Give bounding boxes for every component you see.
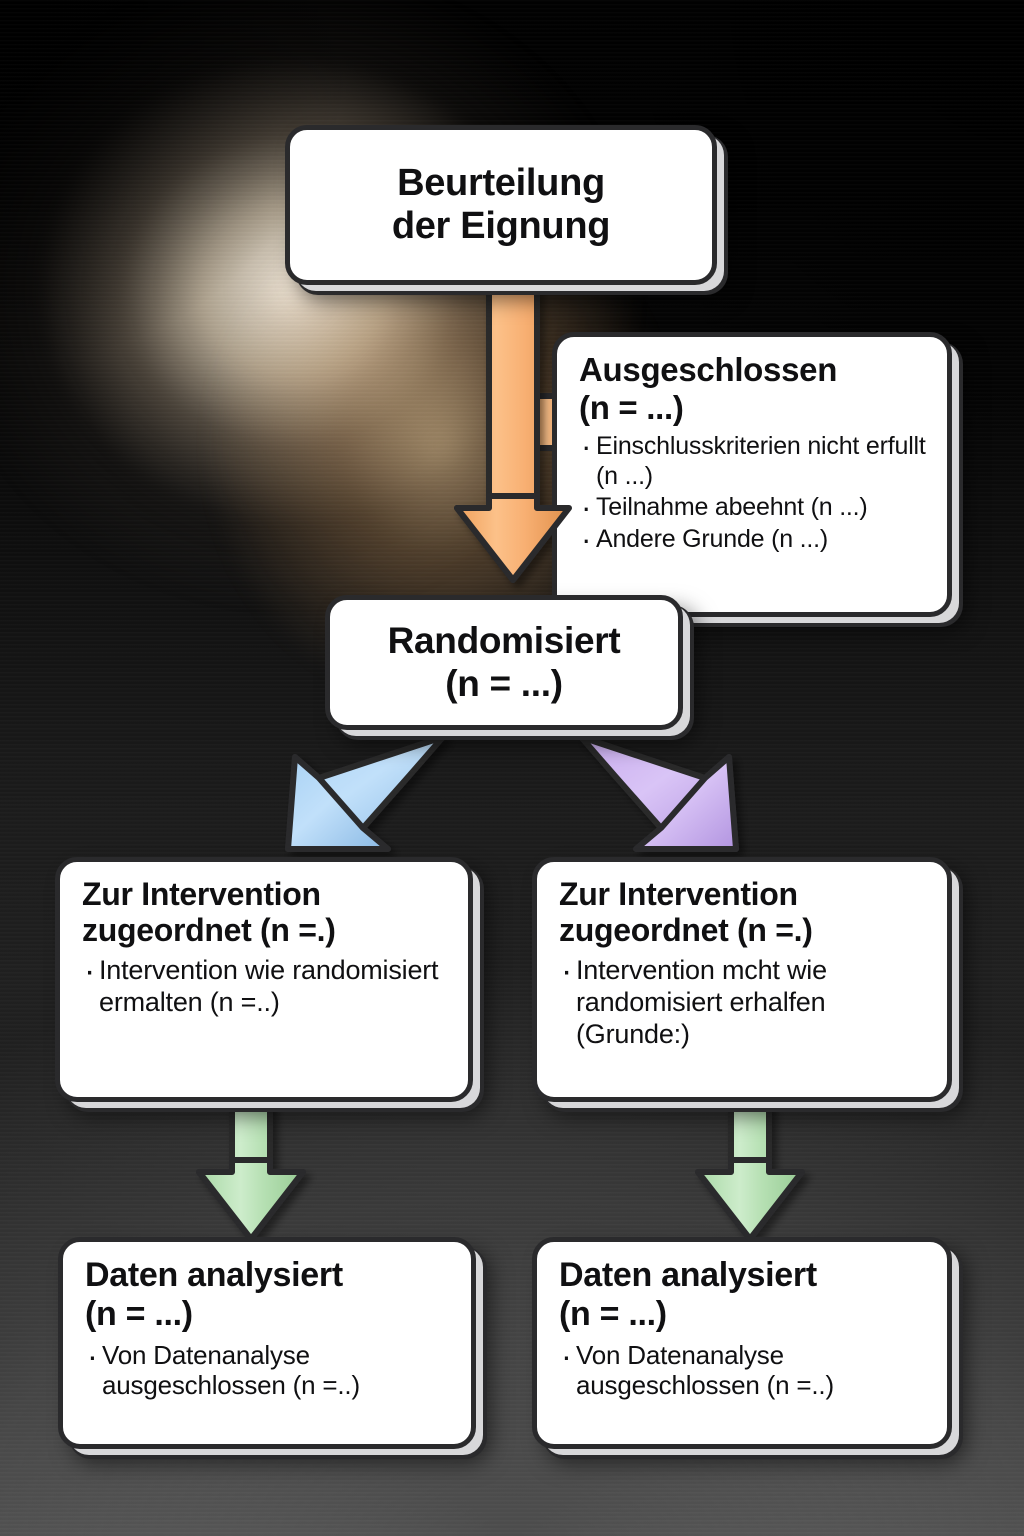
list-item: Einschlusskriterien nicht erfullt (n ...… [579, 429, 929, 491]
node-analysed-right-count: (n = ...) [559, 1294, 667, 1333]
list-item: Intervention wie randomisiert ermalten (… [82, 952, 450, 1019]
node-eligibility[interactable]: Beurteilung der Eignung [285, 125, 717, 285]
list-item: Teilnahme abeehnt (n ...) [579, 490, 929, 526]
arrow-allocation-left-to-analysed-left [196, 1101, 306, 1242]
list-item: Von Datenanalyse ausgeschlossen (n =..) [559, 1336, 929, 1401]
node-analysed-left-count: (n = ...) [85, 1294, 193, 1333]
node-analysed-left[interactable]: Daten analysiert (n = ...) Von Datenanal… [58, 1237, 476, 1449]
node-analysed-right[interactable]: Daten analysiert (n = ...) Von Datenanal… [532, 1237, 952, 1449]
arrow-randomised-to-allocation-left [285, 734, 446, 852]
node-analysed-left-bullets: Von Datenanalyse ausgeschlossen (n =..) [85, 1336, 453, 1401]
node-randomised-title: Randomisiert [387, 620, 621, 662]
node-allocation-left[interactable]: Zur Intervention zugeordnet (n =.) Inter… [55, 857, 473, 1102]
node-analysed-right-title: Daten analysiert [559, 1256, 817, 1294]
list-item: Andere Grunde (n ...) [579, 522, 929, 558]
node-allocation-left-title: Zur Intervention zugeordnet (n =.) [82, 876, 336, 949]
arrow-allocation-right-to-analysed-right [695, 1101, 805, 1242]
list-item: Intervention mcht wie randomisiert erhal… [559, 952, 929, 1051]
node-allocation-right-bullets: Intervention mcht wie randomisiert erhal… [559, 952, 929, 1051]
node-excluded-bullets: Einschlusskriterien nicht erfullt (n ...… [579, 429, 929, 558]
node-analysed-left-title: Daten analysiert [85, 1256, 343, 1294]
node-allocation-right[interactable]: Zur Intervention zugeordnet (n =.) Inter… [532, 857, 952, 1102]
node-allocation-left-bullets: Intervention wie randomisiert ermalten (… [82, 952, 450, 1019]
node-allocation-right-title: Zur Intervention zugeordnet (n =.) [559, 876, 813, 949]
node-randomised-count: (n = ...) [445, 662, 563, 704]
node-eligibility-title: Beurteilung der Eignung [391, 161, 611, 247]
node-analysed-right-bullets: Von Datenanalyse ausgeschlossen (n =..) [559, 1336, 929, 1401]
node-randomised[interactable]: Randomisiert (n = ...) [325, 595, 683, 730]
node-excluded-count: (n = ...) [579, 388, 684, 426]
arrow-randomised-to-allocation-right [578, 734, 739, 852]
node-excluded-title: Ausgeschlossen [579, 351, 838, 388]
list-item: Von Datenanalyse ausgeschlossen (n =..) [85, 1336, 453, 1401]
node-excluded[interactable]: Ausgeschlossen (n = ...) Einschlusskrite… [552, 332, 952, 617]
